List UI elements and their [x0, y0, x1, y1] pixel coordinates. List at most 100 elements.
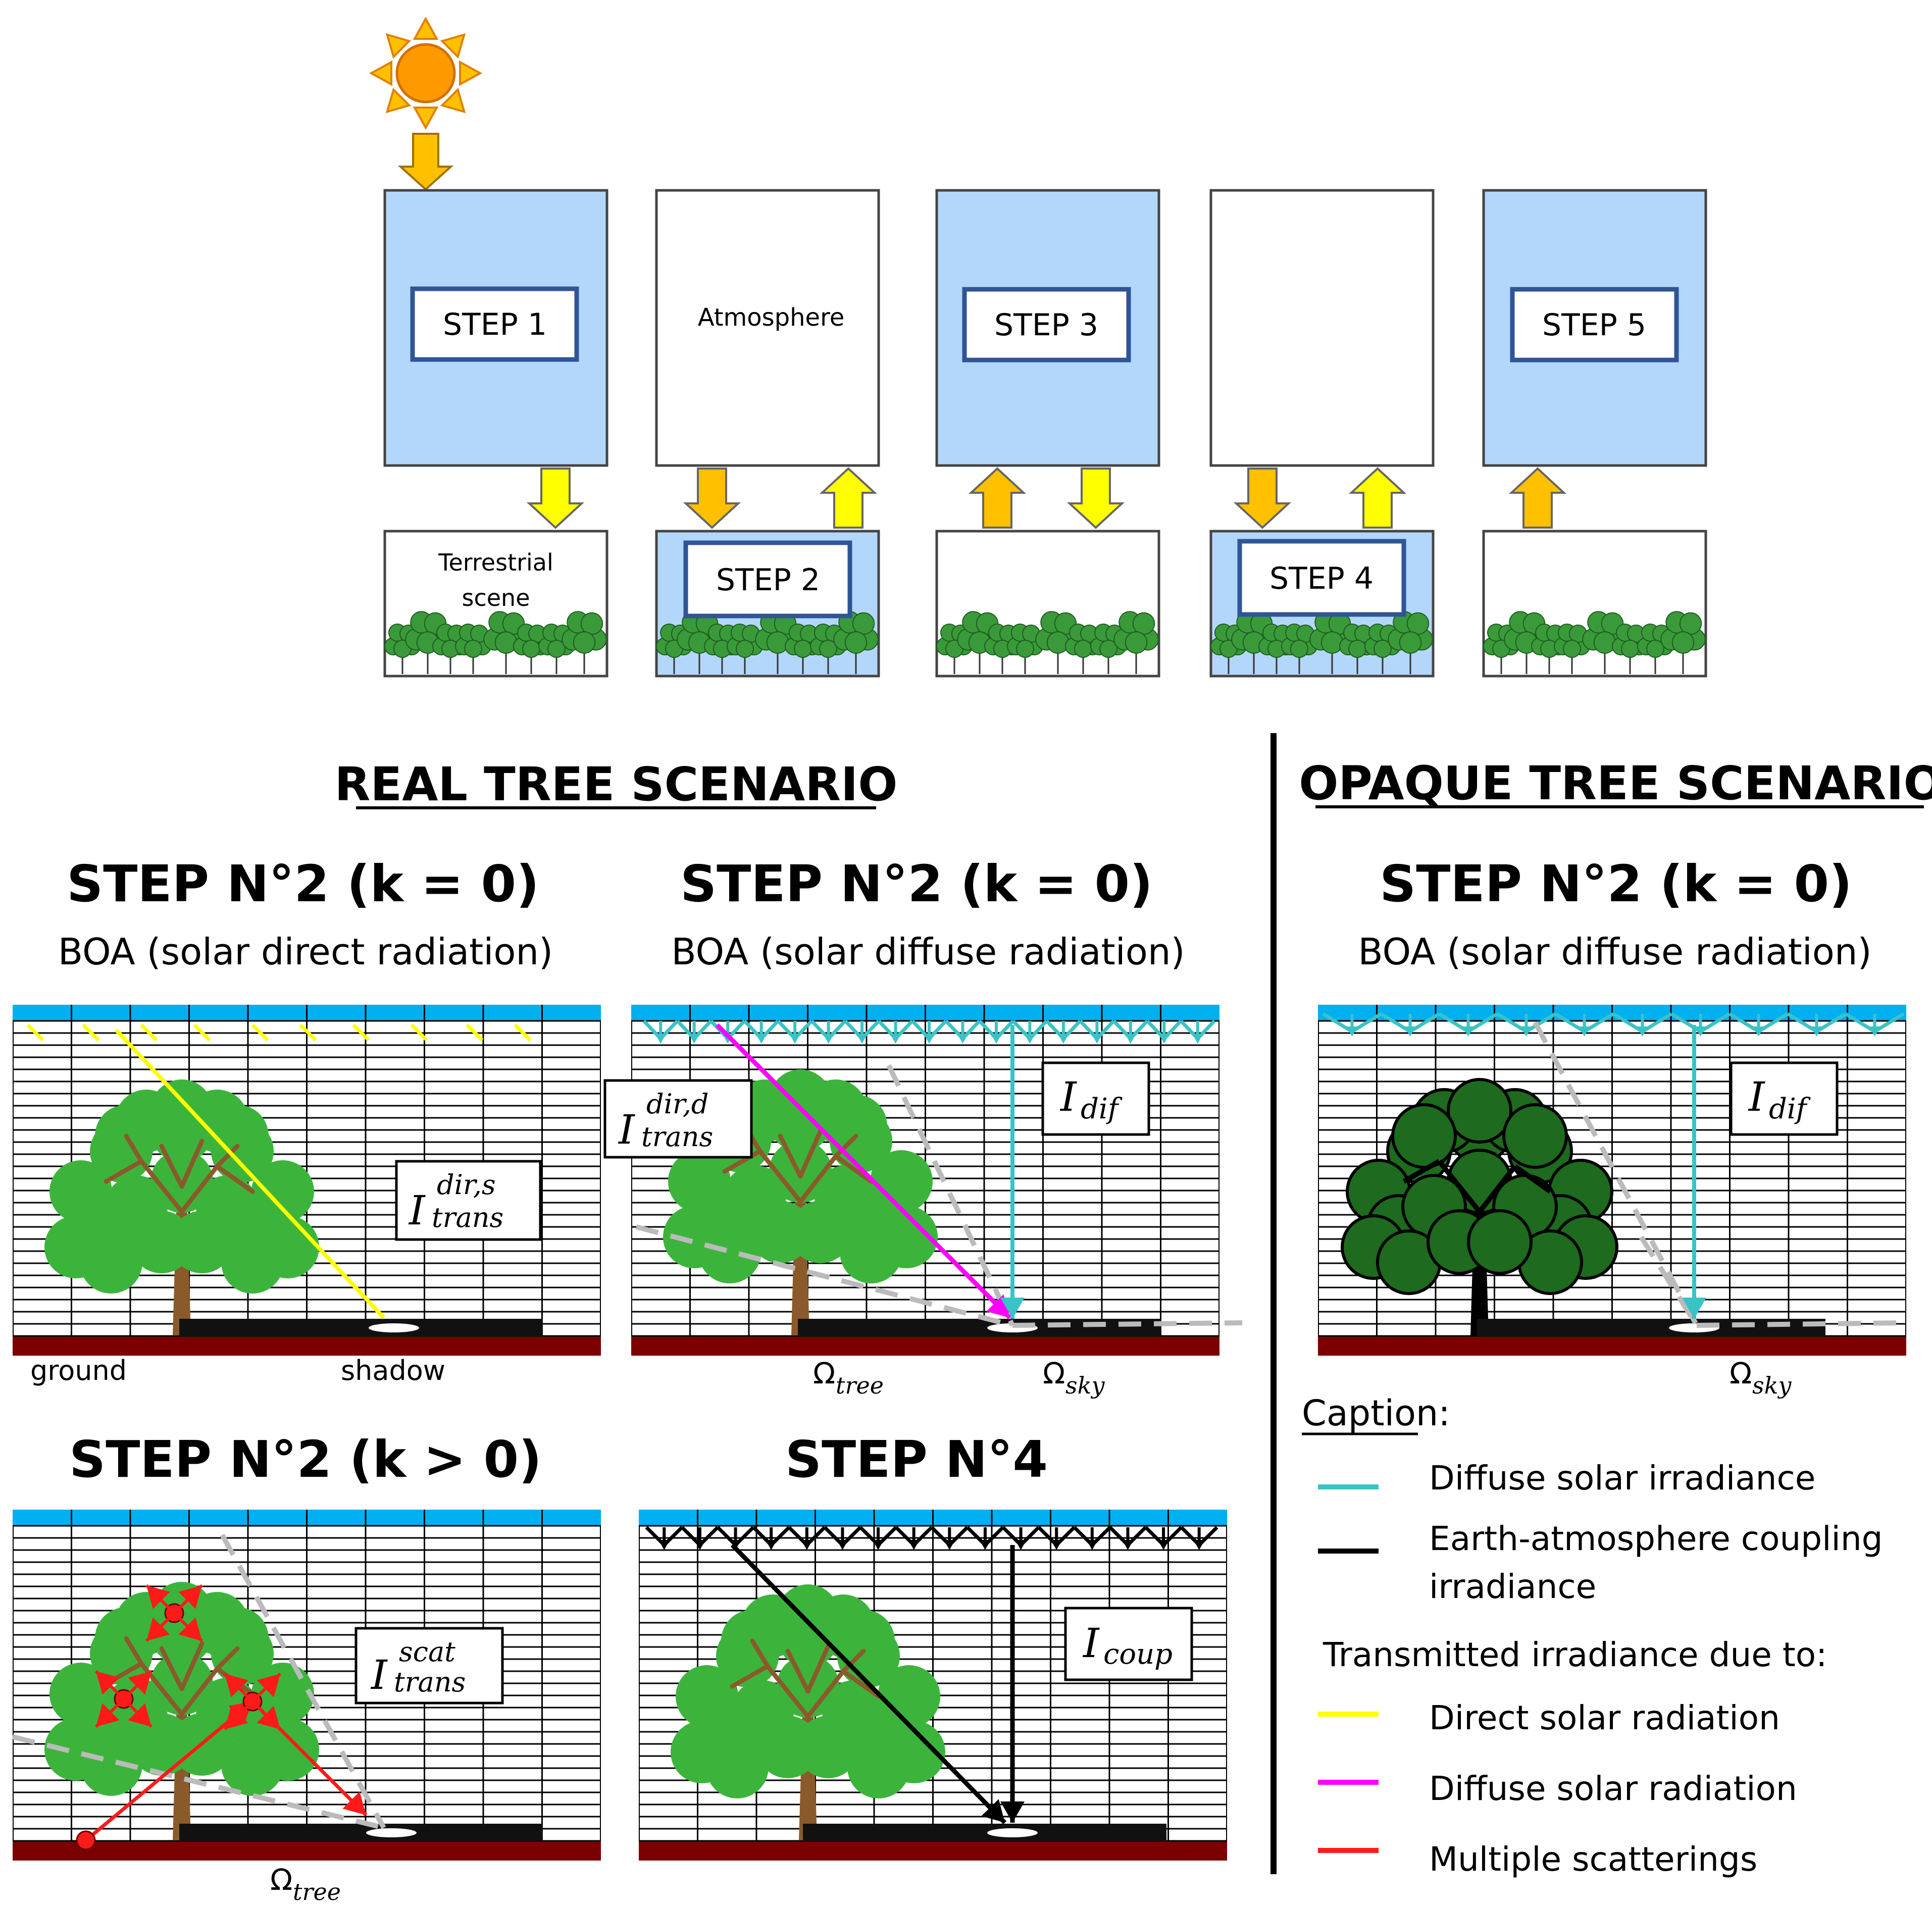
- tree-crown-blob: [1467, 1209, 1533, 1275]
- direct-tick: [514, 1023, 532, 1042]
- view-cone-dash: [12, 1533, 386, 1830]
- idif-sub: dif: [1081, 1093, 1123, 1125]
- tree: [44, 1582, 319, 1840]
- step5-label: STEP 5: [1542, 307, 1646, 343]
- omega-subscript: tree: [293, 1878, 341, 1905]
- sun-ray: [385, 87, 412, 114]
- sun-ray: [459, 60, 483, 86]
- tree-branch: [104, 1159, 144, 1184]
- iscat-sup: scat: [399, 1636, 455, 1668]
- scatter-dir-head: [96, 1671, 120, 1695]
- tree-crown-blob: [789, 1201, 852, 1263]
- mini-tree-crown: [852, 612, 875, 635]
- sky-arrow-diag: [1438, 1012, 1469, 1033]
- tree-crown-blob: [150, 1079, 213, 1142]
- mini-forest: [384, 611, 607, 674]
- terrestrial-label-line2: scene: [462, 584, 530, 611]
- itrans-sup: dir,s: [437, 1169, 496, 1201]
- mini-tree-crown: [736, 640, 754, 658]
- up-arrow: [1348, 467, 1407, 529]
- diffuse-sky-ray-head: [1682, 1298, 1706, 1319]
- panel2-title: STEP N°2 (k = 0): [680, 854, 1153, 913]
- sky-arrow-diag: [1380, 1012, 1411, 1033]
- tree-crown-blob: [1502, 1103, 1568, 1169]
- ground-band: [631, 1336, 1219, 1356]
- idif-main: I: [1748, 1073, 1765, 1120]
- down-arrow: [1066, 468, 1125, 529]
- sky-arrow-head: [1193, 1540, 1205, 1550]
- direct-tick: [26, 1023, 44, 1042]
- direct-tick: [352, 1023, 370, 1042]
- mini-tree-crown: [1320, 631, 1344, 654]
- panel1-subtitle: BOA (solar direct radiation): [58, 931, 553, 973]
- idir-main: I: [618, 1106, 635, 1153]
- tree-crown-blob: [832, 1610, 895, 1672]
- panel2-subtitle: BOA (solar diffuse radiation): [671, 931, 1185, 973]
- tree-branch: [750, 1638, 770, 1669]
- sun-ray: [440, 87, 466, 114]
- tree-crown-blob: [221, 1733, 284, 1796]
- opaque-tree: [1341, 1078, 1618, 1335]
- tree-crown-blob: [769, 1069, 832, 1132]
- sky-arrow-head: [1158, 1540, 1170, 1550]
- ground-label: ground: [30, 1355, 127, 1386]
- sky-arrow-head: [694, 1540, 705, 1550]
- sky-arrow-head: [1520, 1026, 1532, 1037]
- scatter-dir-head: [128, 1671, 151, 1695]
- idif-sub: dif: [1769, 1093, 1811, 1125]
- legend-multiple: Multiple scatterings: [1429, 1840, 1757, 1879]
- direct-tick: [193, 1023, 211, 1042]
- target-point: [369, 1323, 419, 1332]
- tree-branch: [798, 1154, 838, 1204]
- mini-forest: [1210, 611, 1433, 674]
- tree-branch: [215, 1164, 255, 1194]
- panel2-idif-label: I dif: [1041, 1061, 1150, 1136]
- tree-branch: [841, 1648, 866, 1674]
- shadow-area: [179, 1319, 543, 1337]
- tree-crown-blob: [206, 1105, 269, 1167]
- scatter-dir-head: [178, 1585, 202, 1609]
- step4-label-box: STEP 4: [1237, 539, 1406, 617]
- omega-symbol: Ω: [1730, 1356, 1752, 1390]
- sky-arrow-head: [990, 1034, 1002, 1044]
- sky-arrow-head: [658, 1540, 670, 1550]
- sky-arrow-head: [856, 1034, 868, 1044]
- idif-main: I: [1059, 1073, 1077, 1120]
- panel2-omega-sky: Ω sky: [1043, 1356, 1105, 1399]
- caption-title: Caption:: [1302, 1393, 1450, 1434]
- mini-tree-crown: [1399, 631, 1422, 654]
- sky-arrow-head: [957, 1034, 969, 1044]
- legend-diffuse-irradiance: Diffuse solar irradiance: [1429, 1459, 1815, 1498]
- sky-arrow-head: [1579, 1026, 1590, 1037]
- sky-arrow-diag: [1496, 1012, 1528, 1033]
- tree-branch: [179, 1666, 220, 1717]
- scatter-dir-head: [146, 1585, 170, 1609]
- sky-arrow-head: [1869, 1026, 1880, 1037]
- step4-label: STEP 4: [1269, 561, 1374, 596]
- mini-tree-crown: [1406, 612, 1430, 635]
- panel1-title: STEP N°2 (k = 0): [67, 854, 539, 913]
- tree-branch: [1402, 1159, 1441, 1184]
- mini-tree-crown: [1099, 640, 1117, 658]
- sky-arrow-diag: [1583, 1012, 1614, 1033]
- mini-tree-crown: [1679, 612, 1702, 635]
- icoup-sub: coup: [1103, 1638, 1173, 1671]
- sky-arrow-head: [823, 1034, 834, 1044]
- step2-label: STEP 2: [716, 562, 820, 598]
- sky-arrow-diag: [1467, 1012, 1498, 1033]
- mini-tree-crown: [1290, 640, 1308, 658]
- mini-tree-crown: [1646, 640, 1664, 658]
- omega-subscript: sky: [1752, 1372, 1792, 1399]
- sky-arrow-diag: [1409, 1012, 1440, 1033]
- down-arrow: [1233, 468, 1292, 529]
- sky-arrow-diag: [1641, 1012, 1672, 1033]
- sky-arrow-head: [924, 1034, 935, 1044]
- direct-tick: [251, 1023, 269, 1042]
- caption-legend: Caption: Diffuse solar irradiance Earth-…: [1302, 1393, 1883, 1879]
- sky-arrow-head: [655, 1034, 667, 1044]
- sky-arrow-diag: [1845, 1012, 1876, 1033]
- tree-branch: [722, 1149, 762, 1174]
- mini-tree-crown: [766, 631, 789, 654]
- mini-tree-crown: [547, 640, 566, 658]
- sky-arrow-diag: [1322, 1012, 1353, 1033]
